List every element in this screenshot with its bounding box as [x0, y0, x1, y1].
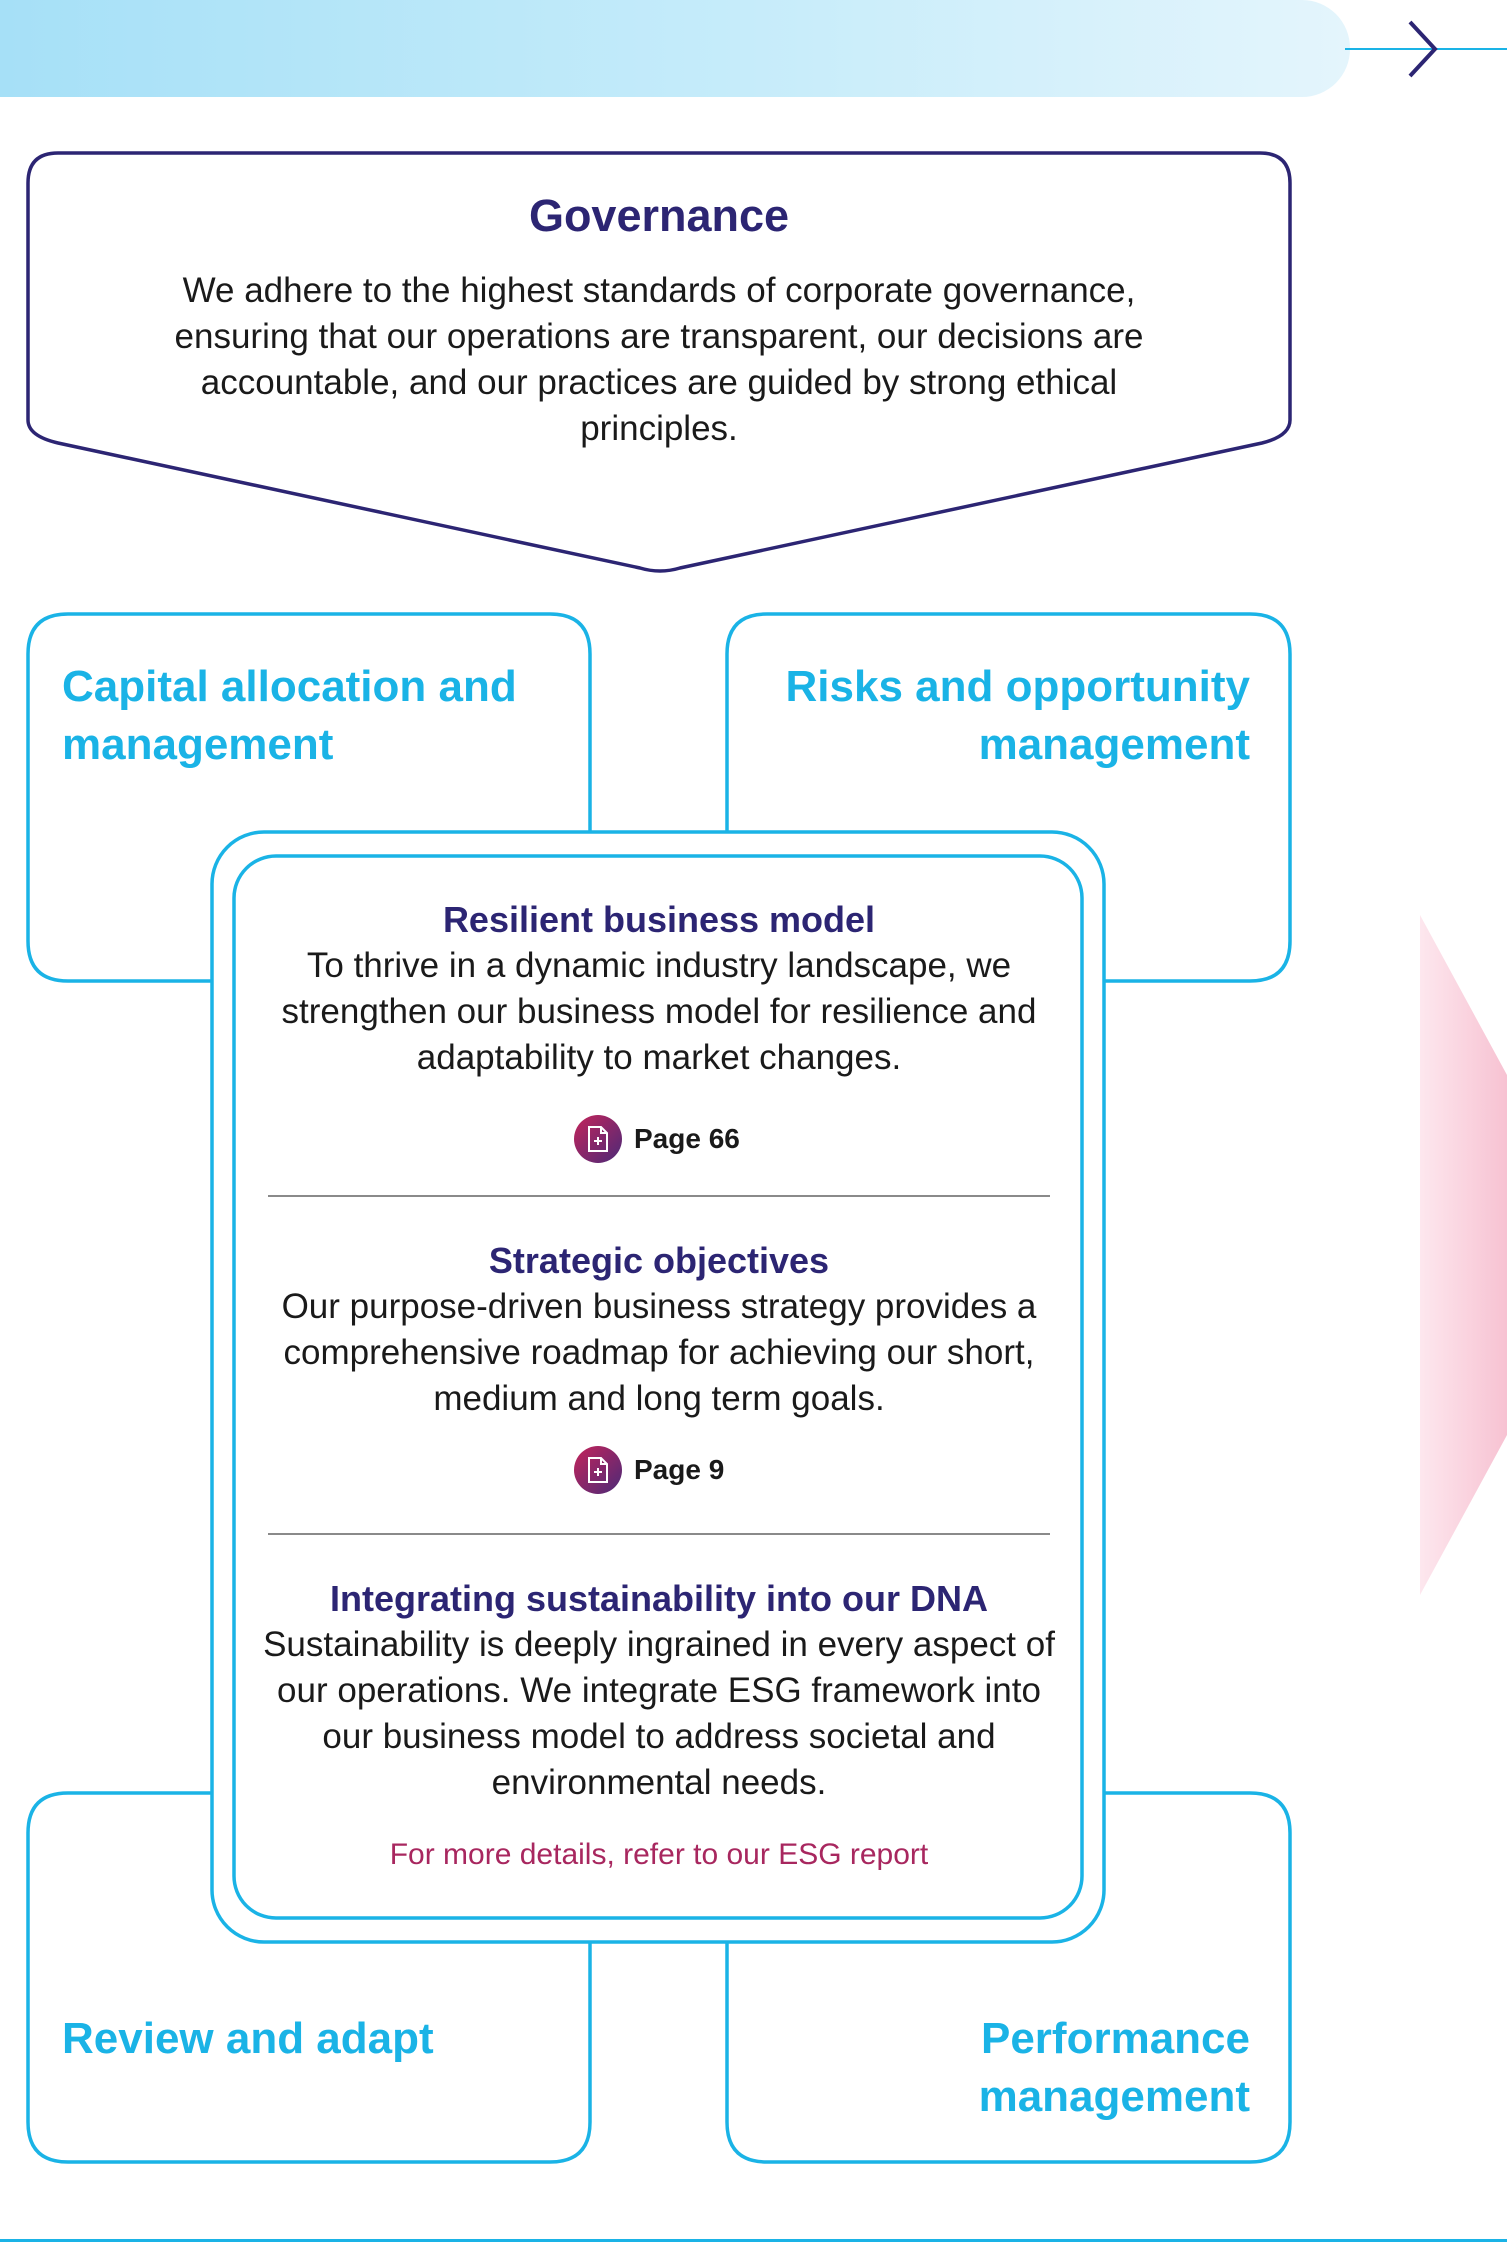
performance-frame: [725, 1791, 1292, 2164]
section-title: Resilient business model: [442, 899, 876, 940]
decorative-shape: [1420, 915, 1507, 1595]
document-icon: [574, 1446, 622, 1494]
governance-frame: [26, 151, 1292, 573]
section-text: To thrive in a dynamic industry landscap…: [281, 946, 1037, 1077]
chevron-right-icon[interactable]: [1345, 18, 1507, 80]
section-title: Integrating sustainability into our DNA: [329, 1578, 989, 1619]
divider: [268, 1533, 1050, 1535]
risks-frame: [725, 612, 1292, 983]
section-strategic-objectives: Strategic objectives Our purpose-driven …: [250, 1238, 1068, 1422]
capital-frame: [26, 612, 592, 983]
section-text: Our purpose-driven business strategy pro…: [281, 1287, 1037, 1418]
esg-report-link[interactable]: For more details, refer to our ESG repor…: [389, 1838, 929, 1871]
center-inner-frame: [232, 854, 1084, 1920]
page-ref-label: Page 9: [634, 1454, 725, 1485]
page-ref-66[interactable]: Page 66: [574, 1115, 740, 1163]
section-resilient-business-model: Resilient business model To thrive in a …: [250, 897, 1068, 1081]
bottom-rule: [0, 2239, 1507, 2242]
performance-management-label: Performance management: [978, 2014, 1250, 2121]
top-banner: [0, 0, 1350, 97]
risks-opportunity-label: Risks and opportunity management: [785, 662, 1250, 769]
section-title: Strategic objectives: [488, 1240, 830, 1281]
section-text: Sustainability is deeply ingrained in ev…: [263, 1625, 1055, 1802]
review-frame: [26, 1791, 592, 2164]
section-sustainability: Integrating sustainability into our DNA …: [250, 1576, 1068, 1806]
capital-allocation-label: Capital allocation and management: [62, 662, 517, 769]
page-ref-label: Page 66: [634, 1123, 740, 1154]
review-adapt-label: Review and adapt: [62, 2014, 434, 2063]
divider: [268, 1195, 1050, 1197]
document-icon: [574, 1115, 622, 1163]
governance-title: Governance: [528, 190, 790, 241]
governance-text: We adhere to the highest standards of co…: [174, 271, 1144, 448]
page-ref-9[interactable]: Page 9: [574, 1446, 724, 1494]
